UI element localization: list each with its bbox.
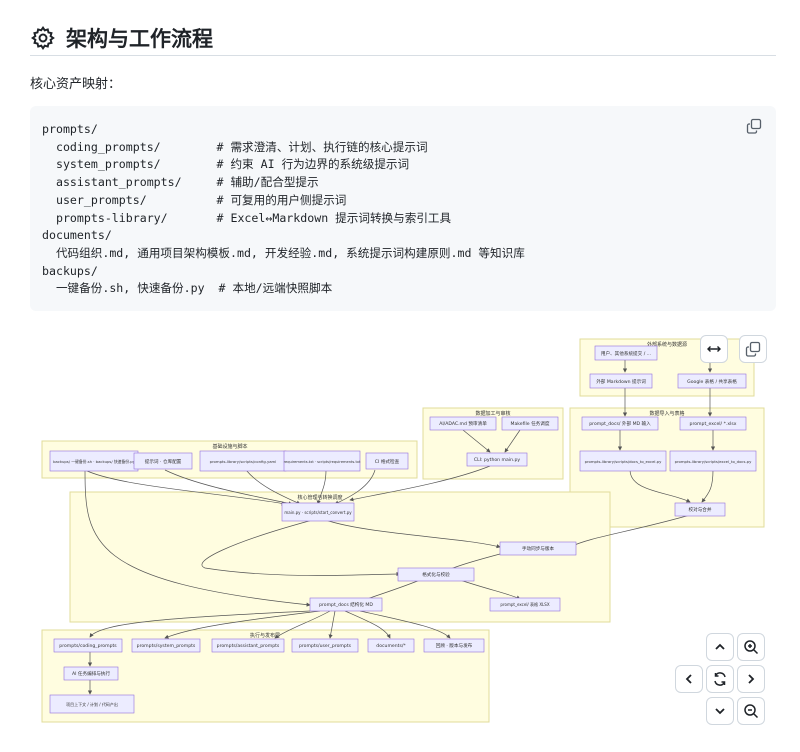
node-box — [589, 373, 653, 389]
node-box — [133, 452, 193, 470]
pan-right-button[interactable] — [737, 665, 765, 693]
diagram-copy-button[interactable] — [739, 335, 767, 363]
node-label: 用户、其他系统提交 / ... — [601, 350, 651, 357]
node-box — [397, 567, 475, 582]
zoom-out-button[interactable] — [737, 697, 765, 725]
node-box — [581, 416, 659, 431]
zoom-out-icon — [744, 704, 759, 719]
chevron-left-icon — [685, 674, 692, 684]
node-box — [594, 345, 658, 361]
node-box — [131, 638, 201, 653]
expand-icon — [707, 346, 721, 352]
code-line: 代码组织.md, 通用项目架构模板.md, 开发经验.md, 系统提示词构建原则… — [42, 245, 525, 260]
chevron-right-icon — [748, 674, 755, 684]
node-box — [309, 597, 383, 612]
expand-button[interactable] — [700, 335, 728, 363]
zoom-in-icon — [744, 640, 759, 655]
code-line: backups/ — [42, 263, 98, 278]
zoom-in-button[interactable] — [737, 633, 765, 661]
group-label: 执行与发布层 — [250, 632, 280, 639]
node-label: prompt_docs 结构化 MD — [319, 601, 373, 608]
node-label: 回顾 · 版本与发布 — [436, 642, 473, 649]
node-label: backups/ 一键备份.sh · backups/ 快速备份.py — [53, 459, 136, 464]
chevron-up-icon — [715, 643, 725, 650]
code-line: system_prompts/ # 约束 AI 行为边界的系统级提示词 — [42, 157, 410, 172]
node-label: 校对与合并 — [689, 506, 712, 513]
section-heading: 架构与工作流程 — [30, 20, 776, 56]
node-label: 项目上下文 / 计划 / 代码产出 — [66, 701, 118, 707]
code-content: prompts/ coding_prompts/ # 需求澄清、计划、执行链的核… — [42, 121, 525, 298]
node-box — [679, 416, 747, 431]
group-label: 基础设施与脚本 — [212, 443, 247, 450]
node-box — [501, 416, 559, 431]
group-label: 数据导入与表格 — [649, 410, 684, 417]
node-box — [423, 638, 485, 653]
nodes: 用户、其他系统提交 / ... 外部 Markdown 提示词 Google 表… — [49, 345, 757, 714]
node-box — [674, 502, 726, 517]
pan-left-button[interactable] — [675, 665, 703, 693]
edges — [84, 352, 716, 695]
node-label: prompt_docs/ 外部 MD 输入 — [589, 420, 651, 427]
node-label: requirements.txt · scripts/requirements.… — [284, 460, 361, 464]
node-box — [53, 638, 123, 653]
node-label: prompts-library/scripts/excel_to_docs.py — [675, 459, 752, 464]
node-label: CLI: python main.py — [474, 457, 521, 463]
node-box — [63, 666, 119, 681]
node-box — [579, 450, 667, 472]
node-label: Makefile 任务调度 — [511, 420, 550, 427]
node-label: AI/ADAC.md 预审清单 — [439, 420, 487, 427]
chevron-down-icon — [715, 708, 725, 715]
node-label: prompts/assistant_prompts — [217, 643, 280, 649]
node-label: 外部 Markdown 提示词 — [596, 378, 646, 385]
code-line: user_prompts/ # 可复用的用户侧提示词 — [42, 192, 347, 207]
reset-icon — [714, 672, 726, 686]
node-label: prompt_excel/ *.xlsx — [690, 421, 737, 427]
node-label: 手动同步与版本 — [522, 545, 555, 552]
node-box — [677, 373, 747, 389]
pan-down-button[interactable] — [706, 697, 734, 725]
code-line: prompts/ — [42, 122, 98, 136]
node-box — [283, 450, 361, 472]
node-label: prompt_excel/ 表格 XLSX — [500, 601, 549, 607]
node-box — [489, 597, 561, 612]
node-box — [669, 450, 757, 472]
node-label: prompts-library/scripts/config.yaml — [210, 459, 277, 464]
node-box — [365, 452, 409, 470]
code-line: coding_prompts/ # 需求澄清、计划、执行链的核心提示词 — [42, 139, 428, 154]
node-label: prompts/user_prompts — [299, 643, 352, 649]
reset-view-button[interactable] — [706, 665, 734, 693]
group-label: 数据加工与审核 — [475, 410, 510, 417]
code-line: prompts-library/ # Excel↔Markdown 提示词转换与… — [42, 210, 452, 225]
node-box — [49, 694, 135, 714]
node-box — [291, 638, 359, 653]
code-block: prompts/ coding_prompts/ # 需求澄清、计划、执行链的核… — [30, 106, 776, 311]
node-label: Google 表格 / 共享表格 — [687, 378, 737, 385]
pan-up-button[interactable] — [706, 633, 734, 661]
intro-text: 核心资产映射： — [30, 77, 122, 92]
node-label: prompts/system_prompts — [137, 643, 196, 649]
node-label: prompts-library/scripts/docs_to_excel.py — [585, 459, 662, 464]
code-line: assistant_prompts/ # 辅助/配合型提示 — [42, 175, 319, 190]
node-box — [466, 452, 528, 467]
node-box — [429, 416, 497, 431]
node-box — [499, 541, 577, 556]
node-box — [367, 638, 415, 653]
node-box — [281, 502, 355, 522]
copy-icon — [745, 341, 761, 357]
node-label: 格式化与校验 — [422, 571, 450, 578]
copy-icon[interactable] — [746, 118, 762, 134]
node-label: AI 任务编排与执行 — [72, 670, 111, 677]
flowchart-diagram[interactable]: 外部系统与数据源 数据加工与审核 数据导入与表格 基础设施与脚本 核心管理与转换… — [30, 322, 776, 738]
node-label: 提示词 · 仓库配置 — [145, 458, 182, 465]
code-line: documents/ — [42, 228, 112, 243]
node-label: prompts/coding_prompts — [59, 643, 117, 649]
group-label: 外部系统与数据源 — [647, 341, 687, 348]
node-label: main.py · scripts/start_convert.py — [284, 510, 352, 515]
node-label: CI 格式检查 — [375, 458, 400, 465]
node-label: documents/* — [376, 643, 406, 649]
code-line: 一键备份.sh, 快速备份.py # 本地/远端快照脚本 — [42, 281, 333, 296]
gear-icon — [30, 25, 55, 50]
node-box — [211, 638, 285, 653]
section-title: 架构与工作流程 — [66, 26, 213, 51]
